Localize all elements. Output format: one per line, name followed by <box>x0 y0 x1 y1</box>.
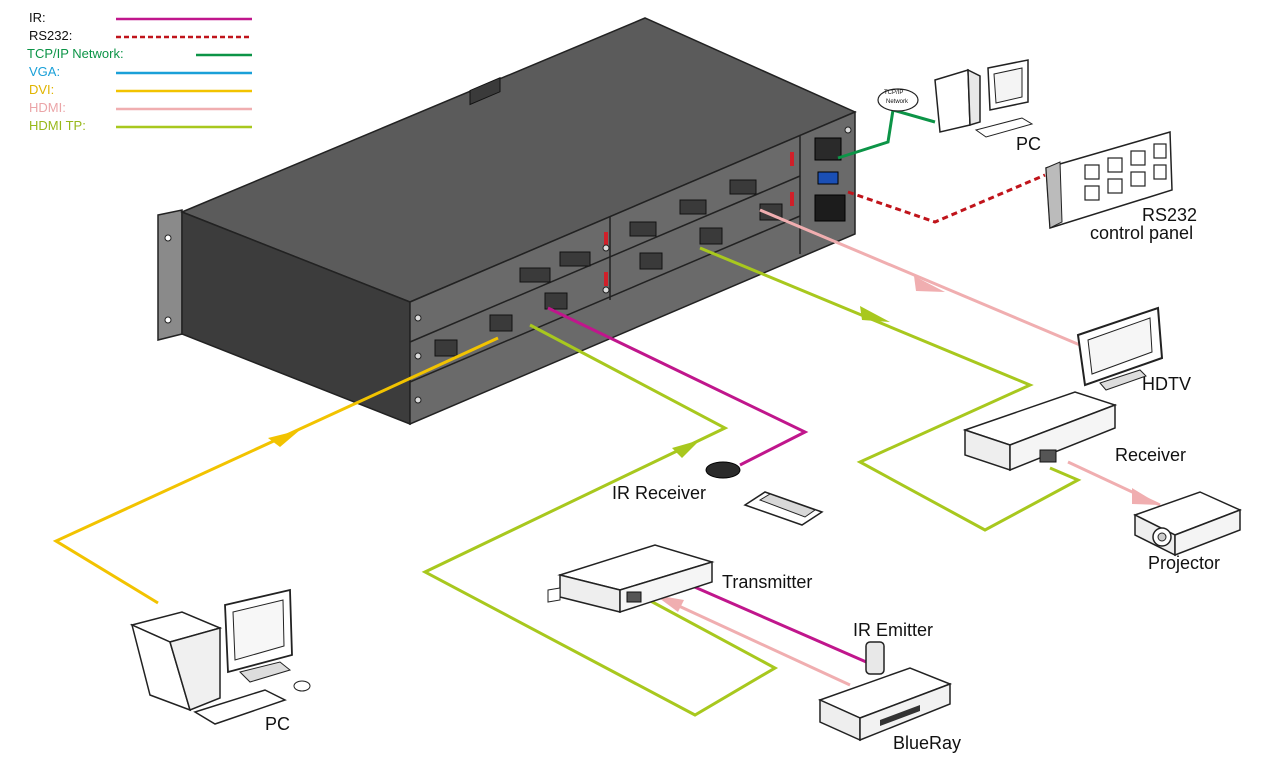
hdmi-arrow-blueray <box>655 595 684 612</box>
hdmi-cable-hdtv <box>759 208 1081 347</box>
rs232-control-panel-device <box>1045 131 1173 229</box>
receiver-device <box>962 391 1118 472</box>
hdmitp-cable-receiver <box>699 246 1082 532</box>
pc-bottom-label: PC <box>265 714 291 734</box>
hdtv-label: HDTV <box>1142 374 1191 394</box>
matrix-switcher <box>157 17 857 426</box>
ir-receiver-label: IR Receiver <box>612 483 707 503</box>
blueray-device <box>817 667 953 742</box>
hdmitp-cable-transmitter <box>421 323 779 717</box>
rs232-cable <box>847 173 1046 224</box>
hdmi-cable-blueray <box>654 593 851 687</box>
hdmitp-arrow-receiver <box>860 306 890 322</box>
receiver-label: Receiver <box>1115 445 1187 465</box>
ir-emitter-device <box>865 641 885 675</box>
legend-label-ir: IR: <box>29 10 46 25</box>
dvi-arrow <box>268 430 300 447</box>
pc-top-device <box>934 59 1034 138</box>
hdmi-arrow-hdtv <box>914 276 945 292</box>
hdtv-device <box>1076 306 1164 391</box>
tcpip-cloud-label-1: TCP/IP <box>884 90 904 96</box>
legend-label-tcpip: TCP/IP Network: <box>27 46 124 61</box>
transmitter-label: Transmitter <box>722 572 813 592</box>
legend-label-dvi: DVI: <box>29 82 55 97</box>
legend-label-hdmi: HDMI: <box>29 100 66 115</box>
pc-bottom-device <box>129 588 311 725</box>
tcpip-cable <box>837 108 936 160</box>
rs232-panel-label-1: RS232 <box>1142 205 1198 225</box>
legend-label-rs232: RS232: <box>29 28 73 43</box>
blueray-label: BlueRay <box>893 733 962 753</box>
pc-top-label: PC <box>1016 134 1042 154</box>
hdmitp-arrow-transmitter <box>672 440 700 458</box>
legend-label-vga: VGA: <box>29 64 61 79</box>
dvi-cable <box>52 336 499 605</box>
tcpip-cloud-label-2: Network <box>886 99 909 105</box>
ir-cable-emitter <box>689 583 881 670</box>
rs232-panel-label-2: control panel <box>1090 223 1194 243</box>
remote-control-device <box>743 491 824 526</box>
legend-label-hdmitp: HDMI TP: <box>29 118 86 133</box>
hdmi-arrow-projector <box>1132 488 1160 505</box>
projector-label: Projector <box>1148 553 1221 573</box>
ir-cable-receiver <box>547 306 809 467</box>
projector-device <box>1133 491 1242 557</box>
ir-emitter-label: IR Emitter <box>853 620 934 640</box>
transmitter-device <box>547 544 715 614</box>
ir-receiver-device <box>705 461 741 479</box>
tcpip-network-cloud <box>877 88 919 112</box>
legend <box>116 17 252 129</box>
